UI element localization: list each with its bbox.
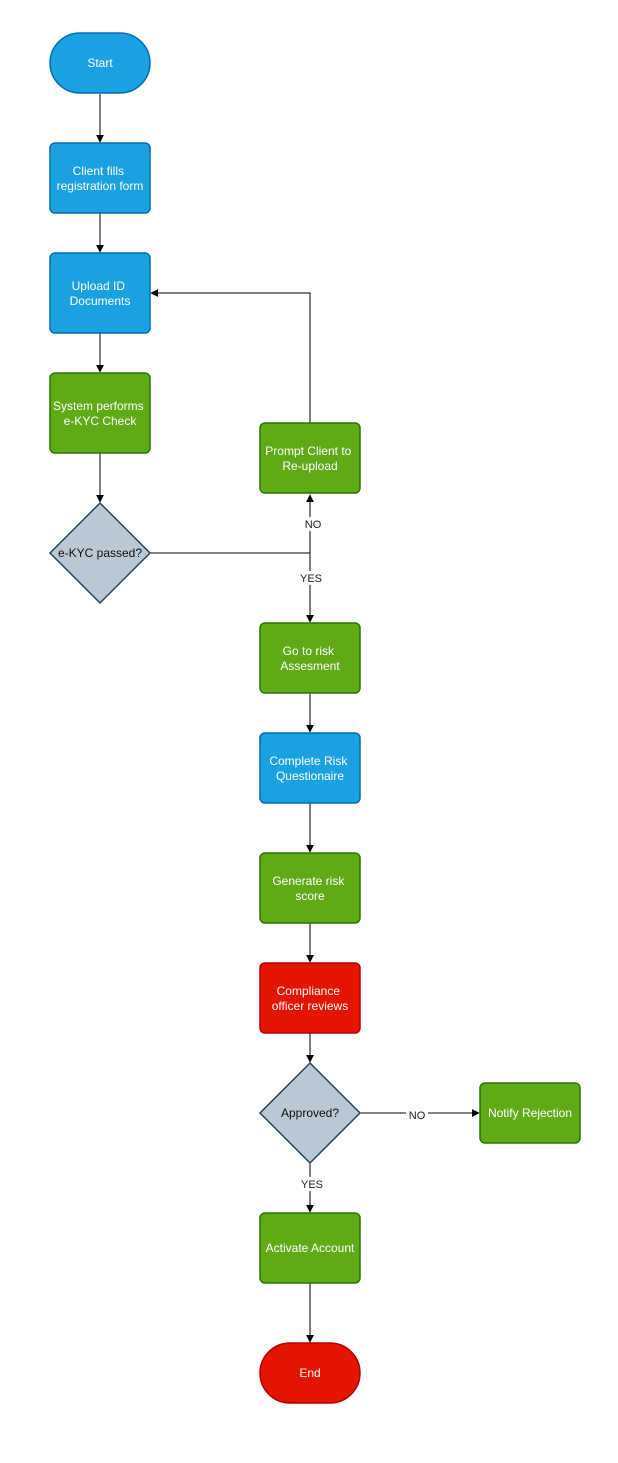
- ekyc-passed-label: e-KYC passed?: [58, 546, 142, 560]
- edge-decision-to-prompt: [150, 494, 314, 554]
- compliance-review-process: Compliance officer reviews: [259, 962, 361, 1034]
- risk-assessment-process: Go to risk Assesment: [259, 622, 361, 694]
- prompt-reupload-process: Prompt Client to Re-upload: [259, 422, 361, 494]
- risk-assessment-label: Go to risk Assesment: [280, 644, 340, 673]
- ekyc-check-label: System performs e-KYC Check: [53, 399, 147, 428]
- start-label: Start: [87, 56, 113, 70]
- generate-score-process: Generate risk score: [259, 852, 361, 924]
- start-terminal: Start: [49, 32, 151, 94]
- edge-label-ekyc-yes: YES: [300, 573, 322, 585]
- ekyc-passed-decision: e-KYC passed?: [48, 501, 152, 605]
- client-fills-form-process: Client fills registration form: [49, 142, 151, 214]
- upload-documents-label: Upload ID Documents: [70, 279, 131, 308]
- upload-documents-process: Upload ID Documents: [49, 252, 151, 334]
- end-label: End: [299, 1366, 320, 1380]
- risk-questionnaire-label: Complete Risk Questionaire: [269, 754, 350, 783]
- edge-prompt-to-upload: [150, 289, 311, 423]
- edge-label-ekyc-no: NO: [305, 519, 322, 531]
- connectors: [96, 94, 480, 1343]
- activate-account-label: Activate Account: [266, 1241, 355, 1255]
- activate-account-process: Activate Account: [259, 1212, 361, 1284]
- edge-label-approved-yes: YES: [301, 1179, 323, 1191]
- risk-questionnaire-process: Complete Risk Questionaire: [259, 732, 361, 804]
- prompt-reupload-label: Prompt Client to Re-upload: [265, 444, 354, 473]
- client-fills-form-label: Client fills registration form: [57, 164, 144, 193]
- ekyc-check-process: System performs e-KYC Check: [49, 372, 151, 454]
- notify-rejection-label: Notify Rejection: [488, 1106, 572, 1120]
- edge-label-approved-no: NO: [409, 1110, 426, 1122]
- approved-label: Approved?: [281, 1106, 339, 1120]
- compliance-review-label: Compliance officer reviews: [272, 984, 348, 1013]
- end-terminal: End: [259, 1342, 361, 1404]
- generate-score-label: Generate risk score: [272, 874, 347, 903]
- notify-rejection-process: Notify Rejection: [479, 1082, 581, 1144]
- approved-decision: Approved?: [258, 1061, 362, 1165]
